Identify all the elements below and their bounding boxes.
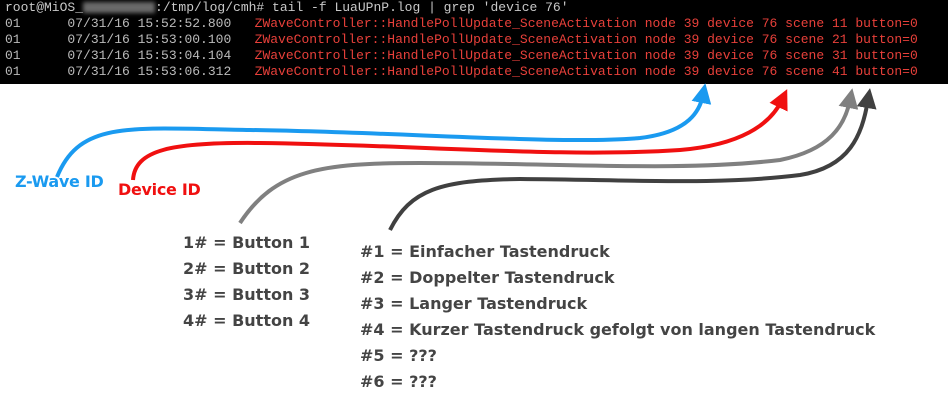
log-timestamp: 07/31/16 15:53:00.100 [67,32,232,47]
log-level: 01 [5,48,21,63]
zwave-arrow [55,83,712,178]
zwave-id-label: Z-Wave ID [15,172,104,191]
prompt-path: :/tmp/log/cmh# [155,0,265,15]
log-message: ZWaveController::HandlePollUpdate_SceneA… [254,16,918,31]
press-item: #5 = ??? [360,346,437,365]
log-timestamp: 07/31/16 15:53:04.104 [67,48,232,63]
button-item: 3# = Button 3 [183,285,311,304]
button-item: 1# = Button 1 [183,233,311,252]
log-line: 01 07/31/16 15:52:52.800 ZWaveController… [5,16,918,32]
log-level: 01 [5,64,21,79]
button-item: 2# = Button 2 [183,259,311,278]
button-item: 4# = Button 4 [183,311,311,330]
press-legend: #1 = Einfacher Tastendruck #2 = Doppelte… [360,239,875,395]
log-line: 01 07/31/16 15:53:06.312 ZWaveController… [5,64,918,80]
log-message: ZWaveController::HandlePollUpdate_SceneA… [254,32,918,47]
press-item: #1 = Einfacher Tastendruck [360,242,610,261]
log-line: 01 07/31/16 15:53:00.100 ZWaveController… [5,32,918,48]
press-item: #2 = Doppelter Tastendruck [360,268,615,287]
log-level: 01 [5,32,21,47]
press-item: #3 = Langer Tastendruck [360,294,588,313]
log-line: 01 07/31/16 15:53:04.104 ZWaveController… [5,48,918,64]
redacted-hostname [83,2,156,14]
log-message: ZWaveController::HandlePollUpdate_SceneA… [254,48,918,63]
press-arrow [388,88,877,231]
log-timestamp: 07/31/16 15:53:06.312 [67,64,232,79]
button-legend: 1# = Button 1 2# = Button 2 3# = Button … [183,230,310,334]
log-timestamp: 07/31/16 15:52:52.800 [67,16,232,31]
device-arrow [131,89,788,181]
command-line: root@MiOS_ :/tmp/log/cmh# tail -f LuaUPnP… [5,0,569,16]
prompt-user: root@MiOS_ [5,0,84,15]
button-arrow [238,88,859,225]
press-item: #6 = ??? [360,372,437,391]
log-message: ZWaveController::HandlePollUpdate_SceneA… [254,64,918,79]
press-item: #4 = Kurzer Tastendruck gefolgt von lang… [360,320,876,339]
command-text: tail -f LuaUPnP.log | grep 'device 76' [272,0,569,15]
terminal-window: root@MiOS_ :/tmp/log/cmh# tail -f LuaUPnP… [0,0,948,84]
log-level: 01 [5,16,21,31]
device-id-label: Device ID [118,180,201,199]
